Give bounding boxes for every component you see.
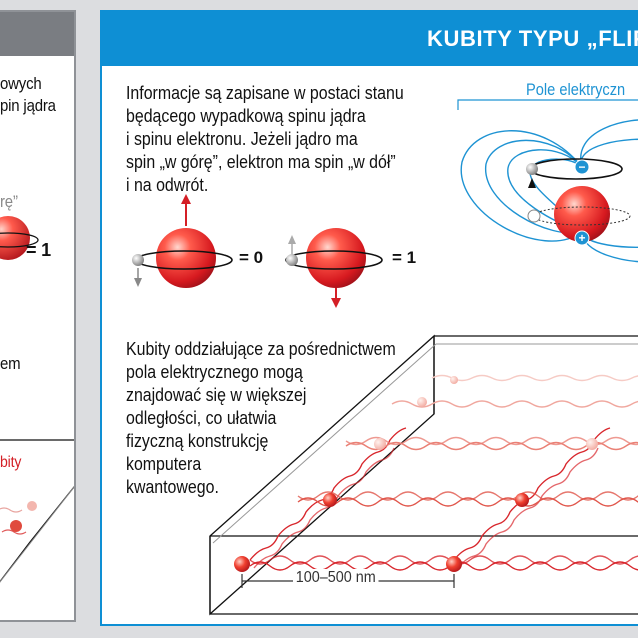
left-kubity-label: bity — [0, 454, 22, 471]
qubit-dot — [586, 438, 598, 450]
electric-field-label: Pole elektryczn — [526, 80, 626, 99]
electron-charge — [574, 159, 590, 175]
equation-zero: = 0 — [239, 248, 264, 267]
interaction-line: Kubity oddziałujące za pośrednictwem — [126, 338, 396, 359]
left-spin-up-label: rę” — [0, 192, 18, 211]
electron-sign: − — [578, 160, 585, 174]
nucleus-sphere — [156, 228, 216, 288]
description-line: i spinu elektronu. Jeżeli jądro ma — [126, 128, 358, 149]
interaction-line: odległości, co ułatwia — [126, 407, 277, 428]
left-panel-header — [0, 12, 74, 56]
nucleus-sphere — [306, 228, 366, 288]
electron-grey — [132, 254, 144, 266]
left-orbit — [0, 232, 39, 248]
description-line: Informacje są zapisane w postaci stanu — [126, 82, 404, 103]
spin-state-zero — [132, 194, 233, 288]
interaction-line: znajdować się w większej — [126, 384, 307, 405]
qubit-lattice-box — [209, 334, 638, 616]
description-line: będącego wypadkową spinu jądra — [126, 105, 366, 126]
electron-spin-down-arrow — [134, 278, 142, 287]
qubit-dot — [417, 397, 427, 407]
figure-title: KUBITY TYPU „FLIP — [427, 26, 638, 51]
interaction-line: komputera — [126, 453, 202, 474]
nucleus-sphere-right — [554, 186, 610, 242]
main-illustration: − + — [132, 99, 638, 616]
equation-one: = 1 — [392, 248, 417, 267]
spin-state-one — [285, 228, 383, 308]
qubit-dot — [323, 493, 337, 507]
field-label-bracket — [457, 99, 638, 110]
interaction-line: fizyczną konstrukcję — [126, 430, 269, 451]
left-qubit-dot — [10, 520, 22, 532]
interaction-line: pola elektrycznego mogą — [126, 361, 303, 382]
distance-label: 100–500 nm — [293, 569, 379, 587]
qubit-dot — [234, 556, 250, 572]
left-qubit-dot — [27, 501, 37, 511]
spin-arrow-small — [528, 178, 536, 188]
electric-field-lines — [460, 119, 638, 263]
interaction-line: kwantowego. — [126, 476, 219, 497]
qubit-dot — [515, 493, 529, 507]
qubit-dots — [234, 376, 598, 572]
spin-up-arrow — [181, 194, 191, 204]
electron-grey — [286, 254, 298, 266]
description-line: i na odwrót. — [126, 174, 209, 195]
electron-grey — [526, 163, 538, 175]
nucleus-charge — [574, 230, 590, 246]
left-nucleus-sphere — [0, 216, 30, 260]
qubit-dot — [446, 556, 462, 572]
left-text-line-1: owych — [0, 74, 42, 93]
description-line: spin „w górę”, elektron ma spin „w dół” — [126, 151, 396, 172]
left-equation: = 1 — [26, 240, 51, 260]
left-text-line-2: pin jądra — [0, 96, 56, 115]
spin-down-arrow — [331, 298, 341, 308]
nucleus-sign: + — [578, 231, 585, 245]
electron-empty — [527, 209, 541, 223]
main-figure-panel: KUBITY TYPU „FLIP Informacje są zapisane… — [100, 10, 638, 626]
left-text-line-3: em — [0, 354, 21, 373]
left-illustration — [0, 216, 74, 583]
main-panel-header: KUBITY TYPU „FLIP — [102, 12, 638, 66]
qubit-dot — [450, 376, 458, 384]
left-figure-panel: owych pin jądra rę” = 1 em bity — [0, 10, 76, 622]
electron-spin-up-arrow — [288, 235, 296, 244]
qubit-dot — [374, 438, 386, 450]
